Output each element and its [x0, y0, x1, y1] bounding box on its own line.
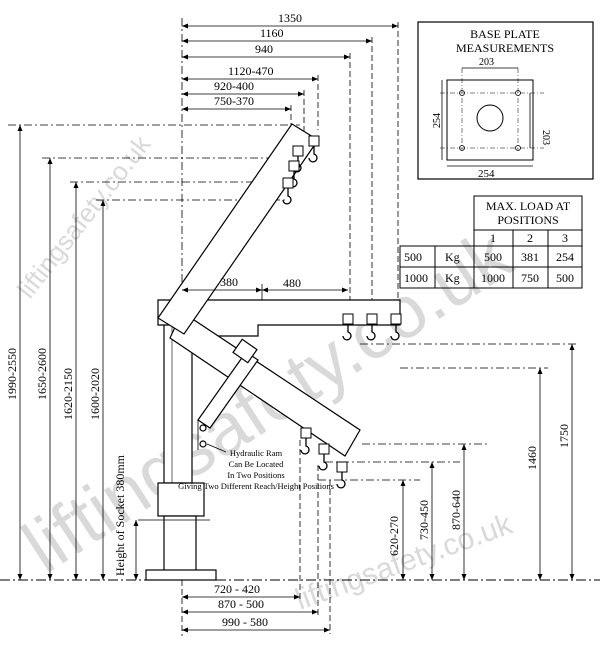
dim-480: 480 [283, 276, 301, 290]
base-plate-width-bottom: 254 [478, 168, 495, 180]
dim-940: 940 [255, 42, 273, 56]
hook-icon [390, 313, 402, 341]
position-header-2: 2 [527, 231, 533, 245]
dim-1350: 1350 [278, 11, 302, 25]
dim-1620-2150: 1620-2150 [61, 368, 75, 420]
dim-620-270: 620-270 [387, 516, 401, 556]
hook-icon [308, 135, 320, 163]
row1-unit: Kg [445, 250, 460, 264]
dim-1750: 1750 [557, 424, 571, 448]
row2-unit: Kg [445, 271, 460, 285]
hook-icon [366, 313, 378, 341]
ram-note-leader [206, 443, 227, 453]
watermark-upper: liftingsafety.co.uk [11, 129, 157, 304]
hook-icon [342, 313, 354, 341]
ram-note-line-1: Hydraulic Ram [230, 448, 283, 458]
position-header-1: 1 [490, 231, 496, 245]
dim-380: 380 [220, 275, 238, 289]
dim-870-640: 870-640 [449, 490, 463, 530]
right-dimensions [318, 343, 578, 580]
base-plate-height-left: 254 [432, 113, 443, 128]
row2-pos1: 1000 [481, 271, 505, 285]
crane-structure [138, 123, 401, 581]
left-arrows [17, 125, 139, 580]
row1-pos2: 381 [521, 250, 539, 264]
hook-icon [336, 461, 348, 489]
jib-arrows [182, 287, 348, 293]
left-dimensions [8, 124, 300, 580]
dim-870-500: 870 - 500 [218, 597, 264, 611]
dim-1600-2020: 1600-2020 [88, 368, 102, 420]
ram-pivots [199, 424, 207, 448]
dim-720-420: 720 - 420 [214, 582, 260, 596]
dim-730-450: 730-450 [417, 500, 431, 540]
base-plate-holes [459, 90, 521, 151]
dim-920-400: 920-400 [214, 79, 254, 93]
base-plate-height-right: 203 [540, 130, 551, 145]
ram-note-line-4: Giving Two Different Reach/Height Positi… [178, 481, 334, 491]
base-plate-title-1: BASE PLATE [470, 27, 540, 41]
dim-1160: 1160 [260, 26, 284, 40]
row2-pos3: 500 [556, 271, 574, 285]
hook-icon [318, 443, 330, 471]
hook-icon [300, 427, 312, 455]
dim-1990-2550: 1990-2550 [5, 348, 19, 400]
max-load-table [399, 195, 583, 289]
row1-pos1: 500 [484, 250, 502, 264]
row1-capacity: 500 [404, 250, 422, 264]
row2-pos2: 750 [521, 271, 539, 285]
position-header-3: 3 [562, 231, 568, 245]
max-load-title-1: MAX. LOAD AT [486, 199, 571, 213]
ram-note-line-2: Can Be Located [229, 459, 285, 469]
ram-note: Hydraulic Ram Can Be Located In Two Posi… [178, 448, 334, 491]
base-plate-width-top: 203 [479, 57, 494, 68]
dim-1120-470: 1120-470 [228, 64, 274, 78]
dim-750-370: 750-370 [214, 94, 254, 108]
max-load-title-2: POSITIONS [497, 213, 558, 227]
watermark-lower: liftingsafety.co.uk [291, 507, 517, 616]
top-dimensions [181, 18, 399, 300]
row1-pos3: 254 [556, 250, 574, 264]
row2-capacity: 1000 [404, 271, 428, 285]
dim-1650-2600: 1650-2600 [35, 348, 49, 400]
hooks-layer [282, 135, 402, 489]
bottom-dimensions [181, 440, 331, 636]
base-plate-drawing [440, 67, 544, 167]
hook-icon [282, 177, 294, 205]
dim-1460: 1460 [525, 446, 539, 470]
dim-990-580: 990 - 580 [222, 615, 268, 629]
ram-note-line-3: In Two Positions [227, 470, 284, 480]
height-of-socket-label: Height of Socket 380mm [113, 454, 127, 576]
base-plate-title-2: MEASUREMENTS [456, 41, 554, 55]
